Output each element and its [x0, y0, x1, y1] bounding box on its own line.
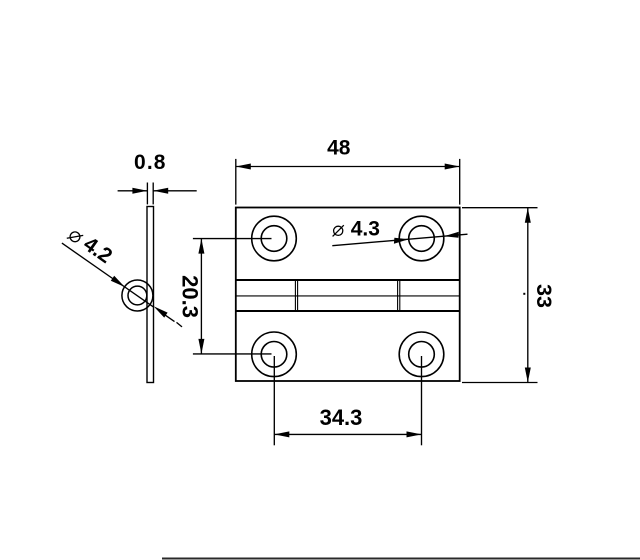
- svg-text:20.3: 20.3: [177, 275, 202, 318]
- svg-text:4.2: 4.2: [79, 232, 116, 268]
- svg-text:48: 48: [327, 137, 351, 160]
- svg-text:4.3: 4.3: [351, 217, 380, 240]
- svg-text:0.8: 0.8: [134, 151, 167, 174]
- svg-text:34.3: 34.3: [320, 405, 363, 430]
- svg-text:33: 33: [532, 284, 556, 308]
